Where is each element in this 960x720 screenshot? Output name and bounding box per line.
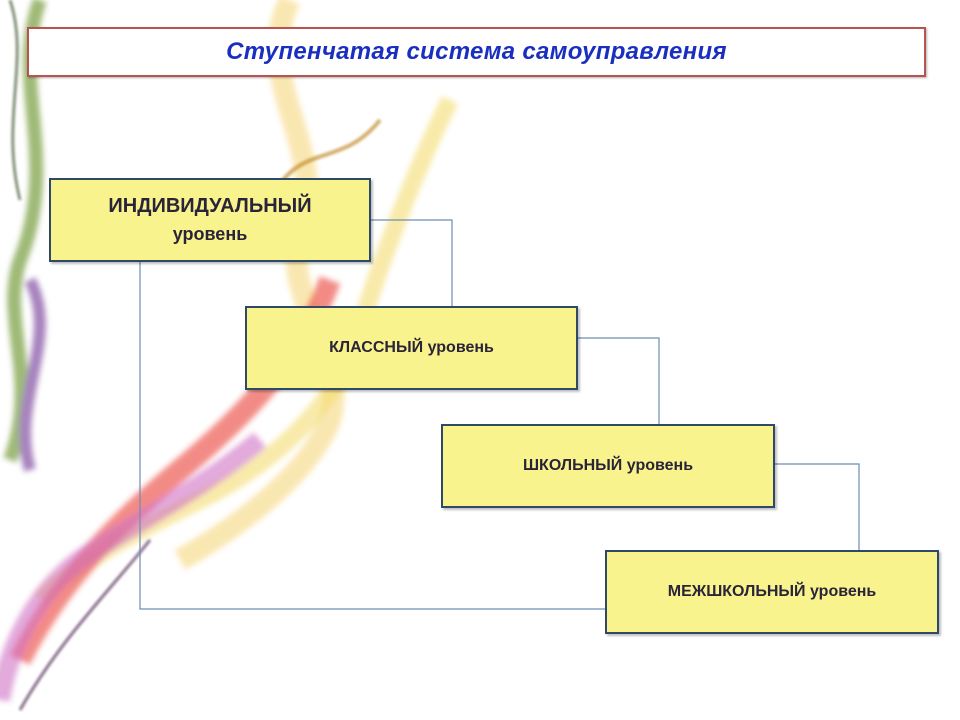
level-class: КЛАССНЫЙ уровень bbox=[245, 306, 578, 390]
level-individual-rest: уровень bbox=[172, 224, 248, 244]
connector-individual-to-class bbox=[371, 219, 453, 306]
level-interschool: МЕЖШКОЛЬНЫЙ уровень bbox=[605, 550, 939, 634]
level-school: ШКОЛЬНЫЙ уровень bbox=[441, 424, 775, 508]
level-interschool-caps: МЕЖШКОЛЬНЫЙ bbox=[667, 583, 806, 600]
level-school-caps: ШКОЛЬНЫЙ bbox=[522, 457, 623, 474]
level-interschool-rest: уровень bbox=[809, 583, 877, 600]
level-class-rest: уровень bbox=[427, 339, 494, 356]
connector-class-to-school bbox=[578, 337, 660, 424]
slide-title: Ступенчатая система самоуправления bbox=[226, 38, 727, 65]
title-banner: Ступенчатая система самоуправления bbox=[27, 27, 926, 77]
level-individual-caps: ИНДИВИДУАЛЬНЫЙ bbox=[108, 195, 312, 217]
level-individual: ИНДИВИДУАЛЬНЫЙ уровень bbox=[49, 178, 371, 262]
connector-school-to-interschool bbox=[775, 463, 860, 550]
connector-individual-to-interschool bbox=[139, 262, 605, 610]
level-school-rest: уровень bbox=[626, 457, 694, 474]
level-class-caps: КЛАССНЫЙ bbox=[329, 339, 424, 356]
